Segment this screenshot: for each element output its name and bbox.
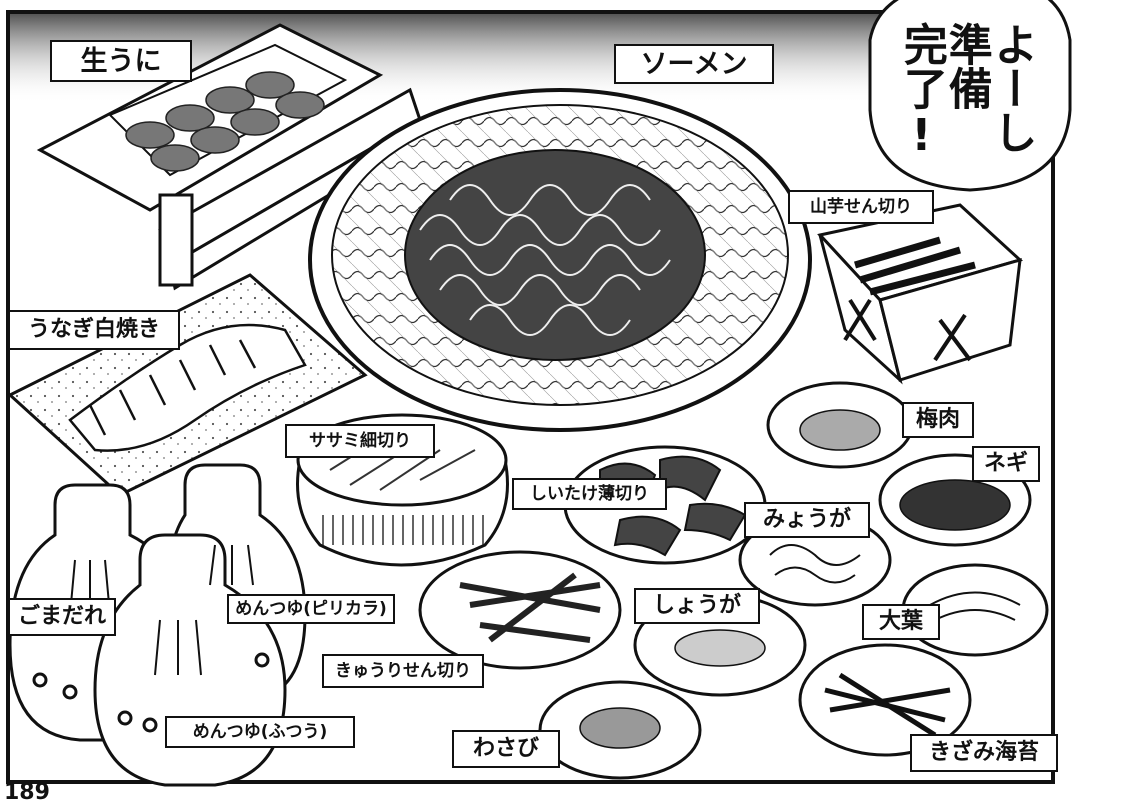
eel-plate bbox=[7, 273, 368, 497]
label-kyuri: きゅうりせん切り bbox=[322, 654, 484, 688]
bubble-column-3: 完了! bbox=[895, 22, 947, 161]
label-wasabi: わさび bbox=[452, 730, 560, 768]
speech-bubble-shape bbox=[868, 0, 1072, 192]
label-myoga: みょうが bbox=[744, 502, 870, 538]
bubble-column-2: 準備 bbox=[940, 22, 992, 110]
nori-bowl bbox=[798, 643, 972, 757]
label-shoga: しょうが bbox=[634, 588, 760, 624]
speech-bubble-text: よーし 準備 完了! bbox=[895, 22, 1037, 172]
bubble-column-1: よーし bbox=[985, 22, 1037, 154]
label-negi: ネギ bbox=[972, 446, 1040, 482]
label-somen: ソーメン bbox=[614, 44, 774, 84]
page-number: 189 bbox=[4, 780, 50, 805]
label-unagi: うなぎ白焼き bbox=[8, 310, 180, 350]
cucumber-bowl bbox=[418, 550, 622, 670]
label-mentsuyu-futsu: めんつゆ(ふつう) bbox=[165, 716, 355, 748]
plum-bowl bbox=[766, 381, 914, 469]
label-mentsuyu-pirikara: めんつゆ(ピリカラ) bbox=[227, 594, 395, 624]
label-kizami-nori: きざみ海苔 bbox=[910, 734, 1058, 772]
label-umeniku: 梅肉 bbox=[902, 402, 974, 438]
label-ooba: 大葉 bbox=[862, 604, 940, 640]
label-nama-uni: 生うに bbox=[50, 40, 192, 82]
yam-box bbox=[817, 203, 1023, 385]
somen-basket bbox=[308, 88, 812, 432]
wasabi-bowl bbox=[538, 680, 702, 780]
label-sasami: ササミ細切り bbox=[285, 424, 435, 458]
label-shiitake: しいたけ薄切り bbox=[512, 478, 667, 510]
label-yamaimo: 山芋せん切り bbox=[788, 190, 934, 224]
label-gomadare: ごまだれ bbox=[8, 598, 116, 636]
